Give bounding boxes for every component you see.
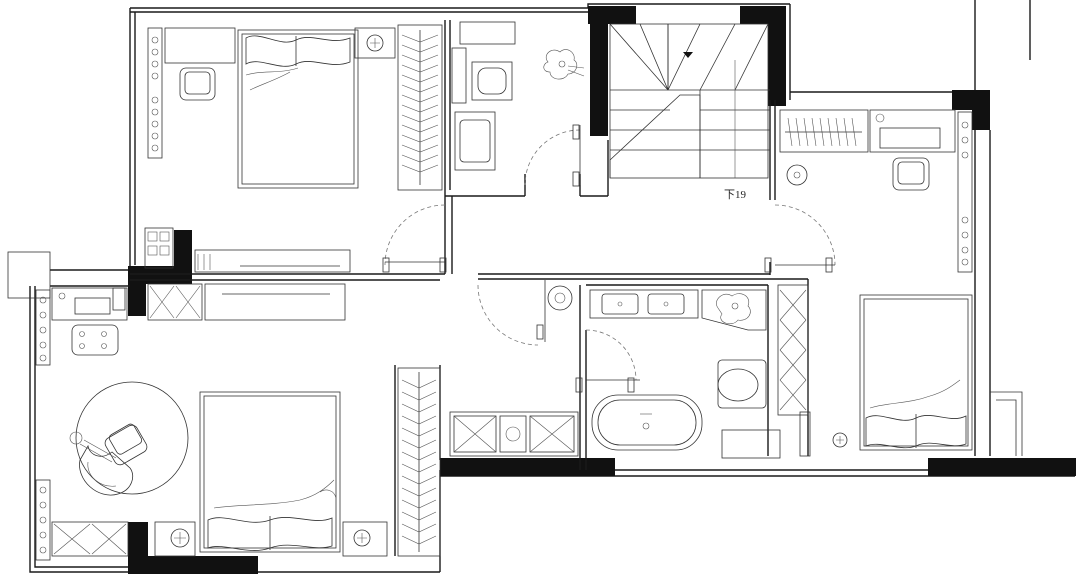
bedroom-right — [777, 284, 973, 457]
study-top-right — [779, 109, 973, 273]
round-table-with-chair — [69, 381, 189, 496]
exterior-walls — [29, 0, 1075, 573]
bathroom-top — [451, 21, 585, 171]
door-handles — [382, 124, 833, 393]
bedroom-top-left — [144, 24, 443, 273]
interior-walls — [50, 20, 809, 556]
staircase: 下19 — [609, 23, 770, 201]
hall-cabinets — [449, 411, 579, 457]
wardrobe — [397, 367, 441, 557]
bathroom-central — [547, 285, 781, 459]
bedroom-bottom-left — [7, 251, 441, 561]
stair-direction-label: 下19 — [724, 189, 746, 201]
bed — [199, 391, 341, 553]
wardrobe — [397, 24, 443, 191]
door-swings — [384, 125, 836, 381]
structural-columns — [128, 6, 1076, 574]
bed — [237, 29, 359, 189]
bed — [859, 294, 973, 451]
